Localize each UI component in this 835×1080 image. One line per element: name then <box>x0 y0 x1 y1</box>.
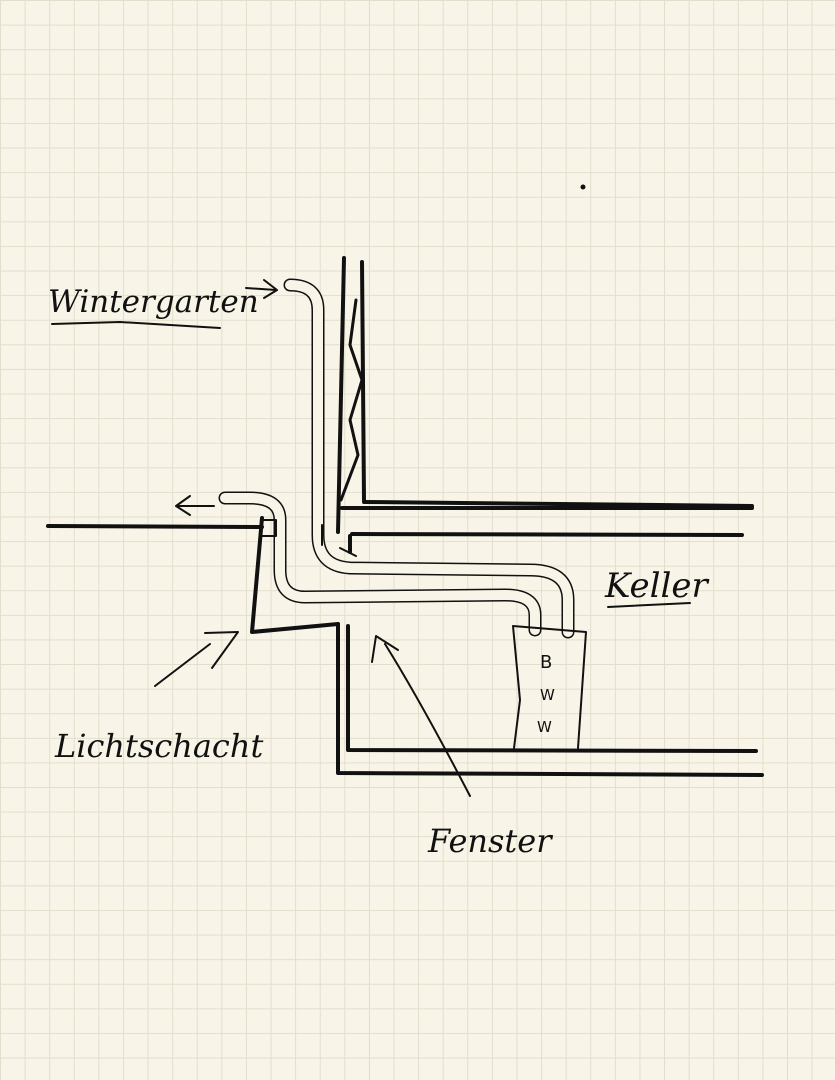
underline-wintergarten <box>51 321 221 329</box>
bww-tank: B W W <box>512 625 587 749</box>
basement-walls <box>336 534 764 777</box>
stray-dot <box>580 184 586 190</box>
underline-keller <box>607 602 691 608</box>
label-keller: Keller <box>604 566 709 606</box>
tank-letter-w1: W <box>540 686 555 704</box>
arrow-outside <box>175 495 215 516</box>
shaft-connector <box>261 519 277 537</box>
light-shaft <box>250 516 340 634</box>
arrow-fenster <box>371 635 471 797</box>
label-fenster: Fenster <box>427 822 553 860</box>
pipe-to-wintergarten <box>283 278 575 639</box>
upper-wall <box>336 256 366 534</box>
tank-letter-b: B <box>540 652 552 673</box>
arrow-lichtschacht <box>154 631 239 687</box>
wall-connector <box>321 524 357 557</box>
label-wintergarten: Wintergarten <box>48 284 259 320</box>
ground-level <box>46 500 754 537</box>
label-lichtschacht: Lichtschacht <box>54 727 263 765</box>
arrow-wintergarten <box>245 279 278 299</box>
pipe-to-outside <box>218 491 542 637</box>
tank-letter-w2: W <box>537 718 552 736</box>
